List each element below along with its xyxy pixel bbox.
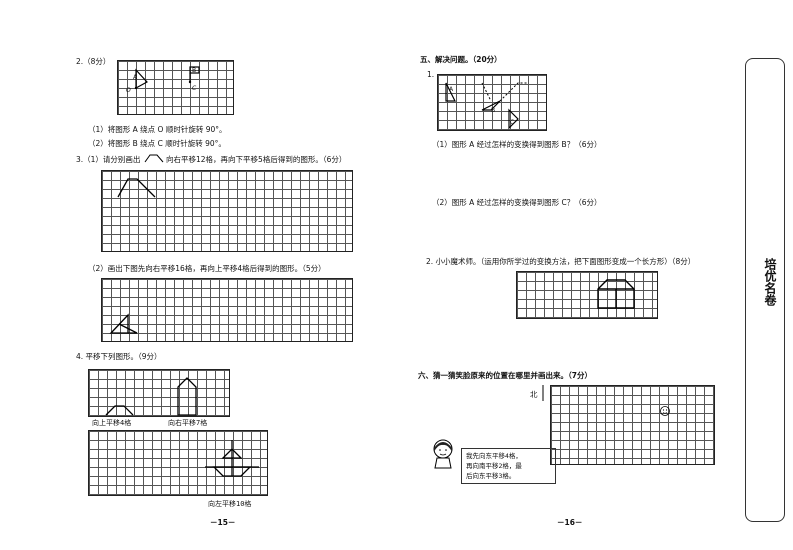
- north-label: 北: [530, 390, 538, 399]
- smiley-face-icon: [660, 406, 670, 416]
- sec5-label-a: A: [449, 86, 454, 93]
- q3-arrow-figure: [109, 313, 138, 334]
- q4-boat-figure: [205, 440, 259, 477]
- q3-roof-figure: [117, 178, 156, 198]
- brand-logo: 培优名卷: [763, 258, 777, 306]
- sec5-label-b: B: [491, 107, 496, 114]
- q4-figures-top: [105, 377, 197, 416]
- sec5-q1-number: 1.: [427, 70, 435, 79]
- girl-cartoon-icon: [433, 439, 453, 469]
- q4-grid1: [88, 369, 230, 417]
- q2-label-o: O: [126, 87, 131, 94]
- sec5-sub2: （2）图形 A 经过怎样的变换得到图形 C？（6分）: [432, 198, 602, 207]
- q2-title: 2.（8分）: [76, 57, 111, 66]
- speech-line-3: 后向东平移3格。: [466, 472, 516, 480]
- sec6-grid: [550, 385, 715, 465]
- q2-sub1: （1）将图形 A 绕点 O 顺时针旋转 90°。: [88, 125, 227, 134]
- sec5-q2: 2. 小小魔术师。（运用你所学过的变换方法，把下面图形变成一个长方形）（8分）: [426, 257, 696, 266]
- q4-cap3: 向左平移10格: [208, 500, 252, 508]
- q3-title-pre: 3.（1）请分别画出: [76, 155, 141, 164]
- sec5-title: 五、解决问题。（20分）: [420, 55, 502, 64]
- speech-line-1: 我先向东平移4格，: [466, 452, 522, 460]
- north-arrow-icon: [542, 385, 544, 401]
- roof-shape-icon: [144, 154, 164, 163]
- q4-cap2: 向右平移7格: [168, 419, 208, 427]
- q2-sub2: （2）将图形 B 绕点 C 顺时针旋转 90°。: [88, 139, 226, 148]
- sec5-label-c: C: [510, 119, 515, 126]
- binding-margin: [745, 58, 785, 522]
- q4-cap1: 向上平移4格: [92, 419, 132, 427]
- q3-title-post: 向右平移12格，再向下平移5格后得到的图形。（6分）: [166, 155, 347, 164]
- house-figure: [597, 279, 635, 309]
- q2-label-c: C: [192, 85, 197, 92]
- q2-label-a: A: [133, 74, 138, 81]
- sec5-sub1: （1）图形 A 经过怎样的变换得到图形 B？（6分）: [432, 140, 602, 149]
- q4-grid2: [88, 430, 268, 496]
- q2-label-b: B: [192, 67, 197, 74]
- sec5-figures: [445, 82, 527, 130]
- q3-sub2: （2）画出下图先向右平移16格，再向上平移4格后得到的图形。（5分）: [88, 264, 326, 273]
- sec6-title: 六、猜一猜笑脸原来的位置在哪里并画出来。（7分）: [418, 371, 592, 380]
- right-page-number: －16－: [557, 518, 583, 527]
- q3-grid2: [101, 278, 353, 342]
- sec5-grid1: [437, 74, 547, 131]
- speech-bubble: 我先向东平移4格， 再向南平移2格，最 后向东平移3格。: [461, 448, 556, 484]
- q2-figures: [134, 66, 200, 90]
- left-page-number: －15－: [210, 518, 236, 527]
- speech-line-2: 再向南平移2格，最: [466, 462, 522, 470]
- q4-title: 4. 平移下列图形。（9分）: [76, 352, 162, 361]
- q3-grid1: [101, 170, 353, 252]
